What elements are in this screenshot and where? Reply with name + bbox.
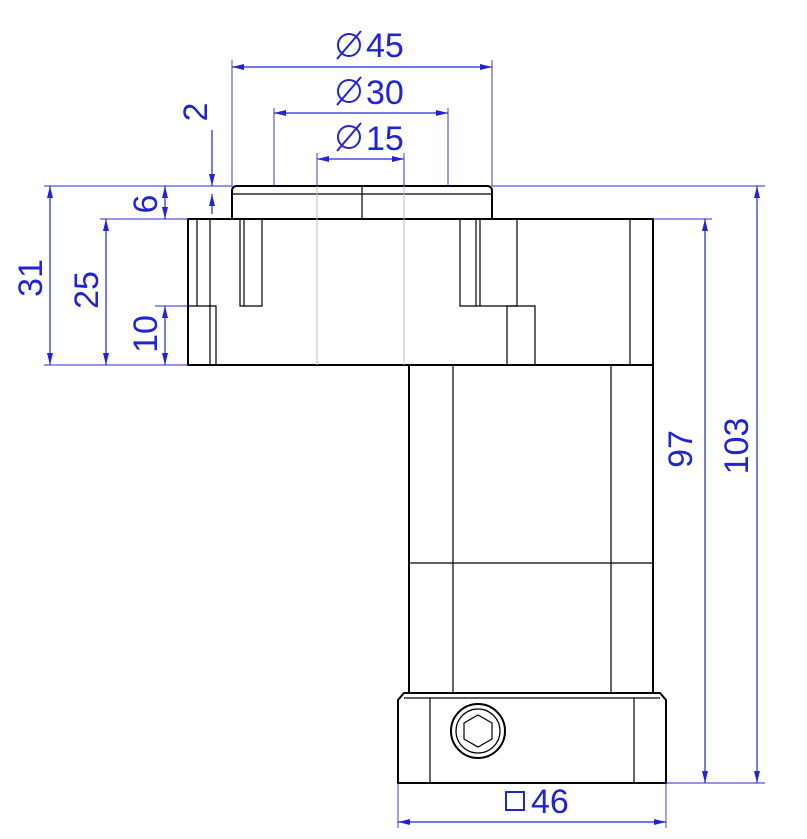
screw-head-inner xyxy=(455,708,501,754)
dim-31-text: 31 xyxy=(12,259,50,297)
diameter-icon xyxy=(337,33,361,57)
dim-d15: 15 xyxy=(336,120,404,158)
dim-97-text: 97 xyxy=(662,430,700,468)
left-counterbore xyxy=(239,219,263,307)
dim-6-text: 6 xyxy=(127,195,165,214)
dim-25-text: 25 xyxy=(68,271,106,309)
motor-body xyxy=(408,364,654,694)
dim-d30: 30 xyxy=(336,74,404,112)
screw-head xyxy=(450,703,506,759)
hex-socket-icon xyxy=(463,714,493,748)
dim-d15-text: 15 xyxy=(366,120,404,158)
dim-d45-text: 45 xyxy=(366,27,404,65)
dim-d45: 45 xyxy=(336,27,404,65)
hidden-lines xyxy=(273,113,449,365)
clamp-collar xyxy=(397,692,667,784)
part-outline xyxy=(187,185,667,784)
dim-2-text: 2 xyxy=(177,103,215,122)
dim-sq46: 46 xyxy=(505,783,569,821)
flange-block xyxy=(187,218,654,366)
right-counterbore xyxy=(459,219,518,307)
dimension-labels: 45 30 15 2 6 31 25 10 97 103 46 xyxy=(12,27,756,821)
dim-46-text: 46 xyxy=(531,783,569,821)
left-step xyxy=(188,219,217,365)
diameter-icon xyxy=(337,125,361,149)
dimension-lines xyxy=(47,64,760,825)
square-icon xyxy=(505,791,525,811)
right-step xyxy=(506,305,536,365)
diameter-icon xyxy=(337,79,361,103)
dim-d30-text: 30 xyxy=(366,74,404,112)
extension-lines xyxy=(44,60,765,828)
dim-103-text: 103 xyxy=(718,418,756,475)
dim-10-text: 10 xyxy=(127,315,165,353)
